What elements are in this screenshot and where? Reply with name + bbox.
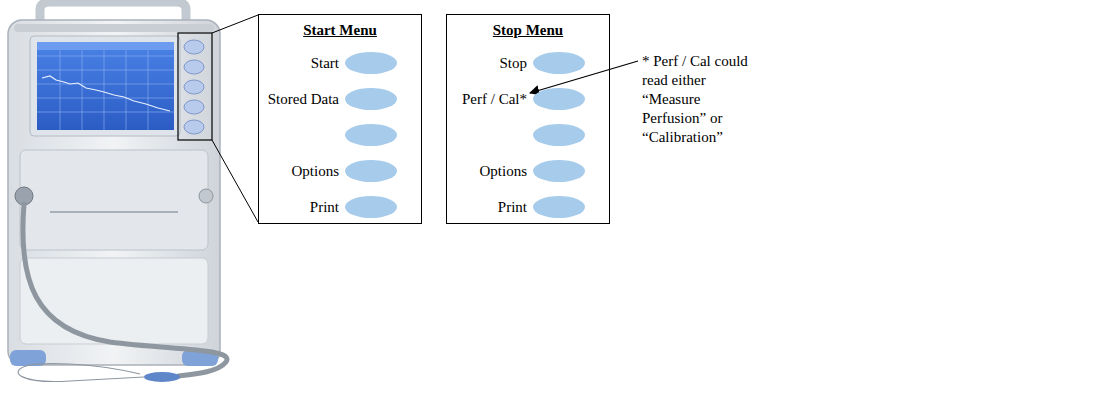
menu-item: Start: [267, 54, 339, 72]
front-panel: [20, 258, 208, 344]
menu-button: [533, 88, 585, 110]
menu-button: [533, 124, 585, 146]
menu-box: Start MenuStartStored DataOptionsPrint: [258, 14, 422, 224]
zoom-line: [212, 140, 258, 222]
menu-item: Stop: [455, 54, 527, 72]
menu-button: [345, 196, 397, 218]
menu-title: Stop Menu: [447, 21, 609, 39]
side-knob: [199, 189, 213, 203]
device-buttons: [184, 40, 204, 134]
screen: [37, 42, 174, 130]
lower-panel: [20, 150, 208, 250]
screen-header: [37, 42, 174, 50]
menu-item: Stored Data: [267, 90, 339, 108]
menu-box: Stop MenuStopPerf / Cal* OptionsPrint: [446, 14, 610, 224]
menu-button: [345, 52, 397, 74]
menu-item: Print: [455, 198, 527, 216]
paper-slot: [50, 211, 178, 213]
device-body: [8, 20, 220, 365]
menu-item: Print: [267, 198, 339, 216]
screen-trace: [42, 76, 170, 111]
menu-button: [345, 88, 397, 110]
menu-button: [345, 124, 397, 146]
menu-item: Options: [455, 162, 527, 180]
highlight-box: [178, 33, 212, 140]
menu-button: [345, 160, 397, 182]
screen-grid: [37, 50, 174, 130]
footnote: * Perf / Cal could read either “Measure …: [642, 52, 754, 147]
menu-button: [533, 52, 585, 74]
menu-button: [533, 196, 585, 218]
screen-bezel: [30, 36, 180, 136]
menu-item: Perf / Cal*: [455, 90, 527, 108]
menu-title: Start Menu: [259, 21, 421, 39]
probe-wire: [18, 364, 144, 382]
probe-handle: [144, 372, 180, 382]
menu-item: Options: [267, 162, 339, 180]
zoom-line: [212, 15, 258, 33]
device-trim: [14, 24, 214, 32]
menu-button: [533, 160, 585, 182]
probe-cable: [23, 204, 227, 376]
